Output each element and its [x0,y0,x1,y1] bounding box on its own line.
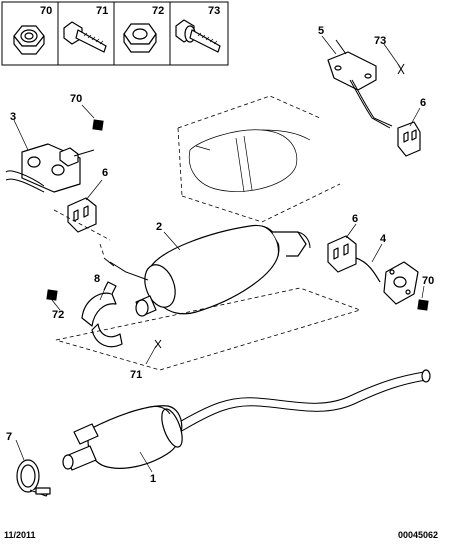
callout-5: 5 [318,25,324,37]
bolt-71-icon [63,21,107,53]
rubber-mount-6-left [67,197,97,233]
callout-71: 71 [130,369,142,381]
band-clamp-7 [16,459,51,497]
callout-70-right: 70 [422,275,434,287]
legend-num-72: 72 [152,5,164,17]
callout-labels: 3 70 2 5 73 6 6 6 4 8 70 72 71 7 1 [6,25,434,485]
callout-7: 7 [6,431,12,443]
bolt-marker-73 [397,63,405,75]
pipe-clamp-8 [81,281,123,348]
callout-73: 73 [374,35,386,47]
callout-6-top: 6 [420,97,426,109]
vehicle-reference-outline [177,95,341,223]
parts-legend: 70 71 72 73 [1,1,229,66]
connecting-pipe-4 [355,257,419,305]
callout-3: 3 [10,111,16,123]
bolt-73-icon [175,19,221,53]
callout-4: 4 [380,233,387,245]
callout-2: 2 [156,221,162,233]
nut-marker-70-right [417,299,429,311]
legend-num-70: 70 [40,5,52,17]
callout-70-left: 70 [70,93,82,105]
nut-marker-72 [46,289,58,301]
mounting-bracket-3 [5,143,95,193]
rear-silencer-2 [103,224,311,317]
callout-6-middle: 6 [352,213,358,225]
leader-lines [13,35,425,473]
rubber-mount-6-top [397,121,421,157]
legend-num-71: 71 [96,5,108,17]
fastener-markers [46,63,429,349]
rubber-mount-6-middle [327,235,357,273]
footer-reference: 00045062 [398,530,438,540]
callout-8: 8 [94,273,100,285]
legend-num-73: 73 [208,5,220,17]
hanger-bracket-5 [327,39,393,129]
footer-date: 11/2011 [4,530,36,540]
alignment-guides [53,209,362,371]
nut-70-icon [13,25,45,55]
callout-72: 72 [52,309,64,321]
nut-72-icon [123,23,157,53]
callout-1: 1 [150,473,156,485]
nut-marker-70-left [92,119,104,131]
front-pipe-1 [62,369,431,471]
callout-6-left: 6 [102,167,108,179]
